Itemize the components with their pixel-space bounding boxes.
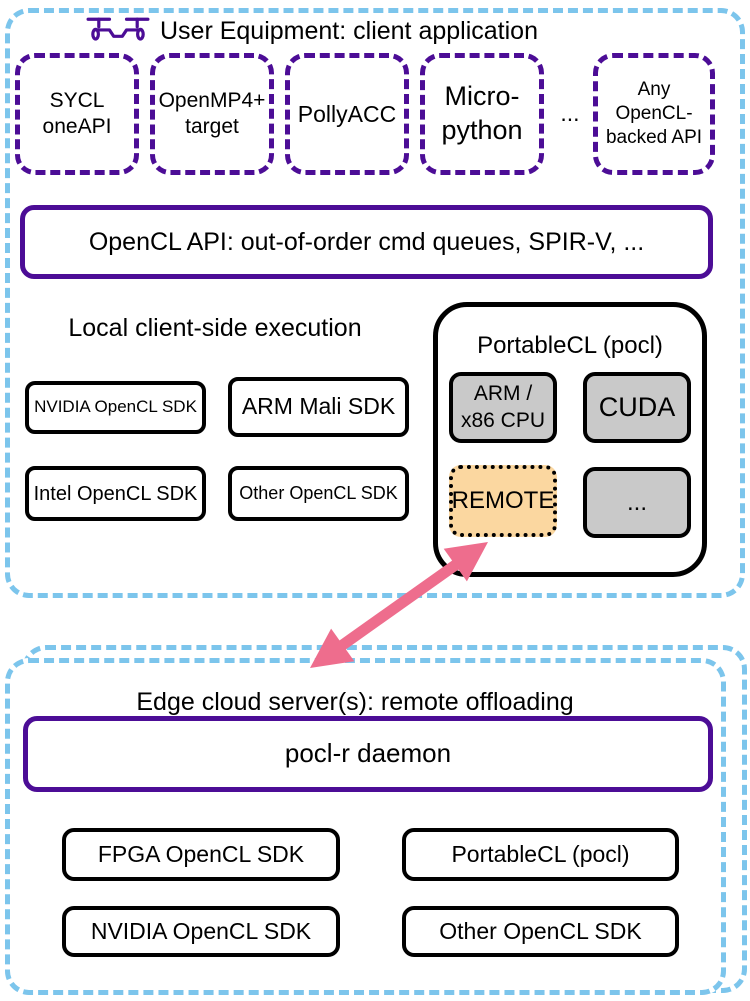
sdk-box-other-opencl: Other OpenCL SDK <box>228 466 409 521</box>
server-sdk-box-nvidia: NVIDIA OpenCL SDK <box>62 906 340 957</box>
local-execution-title: Local client-side execution <box>68 314 362 342</box>
server-sdk-box-portablecl: PortableCL (pocl) <box>402 828 679 881</box>
user-equipment-title: User Equipment: client application <box>160 17 538 45</box>
portablecl-title: PortableCL (pocl) <box>477 332 663 359</box>
pocl-r-daemon-bar: pocl-r daemon <box>23 716 713 792</box>
device-box-arm-x86-cpu: ARM / x86 CPU <box>449 372 557 443</box>
app-box-sycl-oneapi: SYCL oneAPI <box>15 53 139 175</box>
device-box-ellipsis: ... <box>583 467 691 538</box>
edge-server-title: Edge cloud server(s): remote offloading <box>136 688 574 716</box>
app-box-any-opencl-backed-api: Any OpenCL- backed API <box>593 53 715 175</box>
app-box-pollyacc: PollyACC <box>285 53 409 175</box>
remote-offload-arrow <box>280 515 510 685</box>
app-ellipsis: ... <box>560 100 580 126</box>
device-box-remote: REMOTE <box>449 465 557 537</box>
opencl-api-bar: OpenCL API: out-of-order cmd queues, SPI… <box>20 205 713 279</box>
app-box-micropython: Micro- python <box>420 53 544 175</box>
app-box-openmp4-target: OpenMP4+ target <box>150 53 274 175</box>
sdk-box-arm-mali: ARM Mali SDK <box>228 377 409 437</box>
sdk-box-nvidia-opencl: NVIDIA OpenCL SDK <box>25 381 206 434</box>
server-sdk-box-other: Other OpenCL SDK <box>402 906 679 957</box>
edge-server-front-border <box>5 658 726 995</box>
drone-icon <box>86 12 150 50</box>
device-box-cuda: CUDA <box>583 372 691 443</box>
sdk-box-intel-opencl: Intel OpenCL SDK <box>25 466 206 521</box>
user-equipment-section-border <box>5 8 745 598</box>
server-sdk-box-fpga: FPGA OpenCL SDK <box>62 828 340 881</box>
